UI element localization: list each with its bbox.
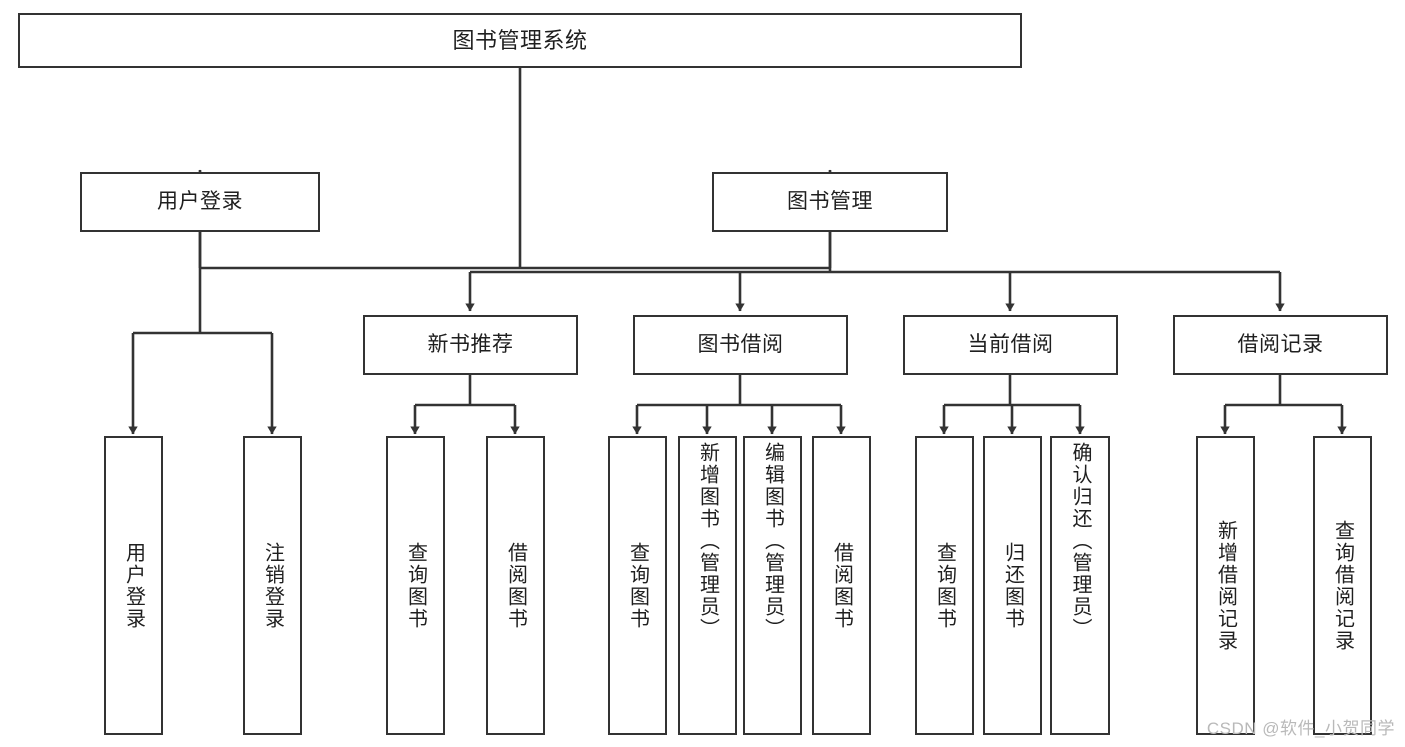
leaf-query-book-2-label: 查询图书 bbox=[626, 541, 649, 630]
node-root-label: 图书管理系统 bbox=[452, 27, 588, 53]
leaf-query-book-1-label: 查询图书 bbox=[404, 541, 427, 630]
leaf-add-record-label: 新增借阅记录 bbox=[1214, 519, 1237, 652]
leaf-add-record[interactable]: 新增借阅记录 bbox=[1196, 436, 1255, 735]
node-borrow-record-label: 借阅记录 bbox=[1237, 332, 1324, 356]
leaf-query-record[interactable]: 查询借阅记录 bbox=[1313, 436, 1372, 735]
leaf-borrow-book-2-label: 借阅图书 bbox=[830, 541, 853, 630]
leaf-logout-login[interactable]: 注销登录 bbox=[243, 436, 302, 735]
node-borrow-record[interactable]: 借阅记录 bbox=[1173, 315, 1388, 375]
node-book-borrow[interactable]: 图书借阅 bbox=[633, 315, 848, 375]
leaf-confirm-return[interactable]: 确认归还（管理员） bbox=[1050, 436, 1110, 735]
node-user-login-label: 用户登录 bbox=[157, 189, 243, 213]
leaf-add-book-label: 新增图书（管理员） bbox=[696, 442, 719, 640]
leaf-return-book-label: 归还图书 bbox=[1001, 541, 1024, 630]
node-new-book-recommend-label: 新书推荐 bbox=[427, 332, 514, 356]
node-book-manage-label: 图书管理 bbox=[787, 189, 873, 213]
node-book-borrow-label: 图书借阅 bbox=[697, 332, 784, 356]
leaf-query-record-label: 查询借阅记录 bbox=[1331, 519, 1354, 652]
leaf-edit-book-label: 编辑图书（管理员） bbox=[761, 442, 784, 640]
leaf-user-login[interactable]: 用户登录 bbox=[104, 436, 163, 735]
node-new-book-recommend[interactable]: 新书推荐 bbox=[363, 315, 578, 375]
leaf-confirm-return-label: 确认归还（管理员） bbox=[1069, 442, 1091, 640]
leaf-add-book[interactable]: 新增图书（管理员） bbox=[678, 436, 737, 735]
leaf-logout-login-label: 注销登录 bbox=[261, 541, 284, 630]
node-current-borrow-label: 当前借阅 bbox=[967, 332, 1054, 356]
leaf-borrow-book-1[interactable]: 借阅图书 bbox=[486, 436, 545, 735]
leaf-borrow-book-2[interactable]: 借阅图书 bbox=[812, 436, 871, 735]
leaf-edit-book[interactable]: 编辑图书（管理员） bbox=[743, 436, 802, 735]
leaf-query-book-2[interactable]: 查询图书 bbox=[608, 436, 667, 735]
node-book-manage[interactable]: 图书管理 bbox=[712, 172, 948, 232]
leaf-user-login-label: 用户登录 bbox=[122, 541, 145, 630]
leaf-query-book-3[interactable]: 查询图书 bbox=[915, 436, 974, 735]
leaf-return-book[interactable]: 归还图书 bbox=[983, 436, 1042, 735]
leaf-borrow-book-1-label: 借阅图书 bbox=[504, 541, 527, 630]
node-current-borrow[interactable]: 当前借阅 bbox=[903, 315, 1118, 375]
node-user-login[interactable]: 用户登录 bbox=[80, 172, 320, 232]
leaf-query-book-1[interactable]: 查询图书 bbox=[386, 436, 445, 735]
leaf-query-book-3-label: 查询图书 bbox=[933, 541, 956, 630]
node-root[interactable]: 图书管理系统 bbox=[18, 13, 1022, 68]
